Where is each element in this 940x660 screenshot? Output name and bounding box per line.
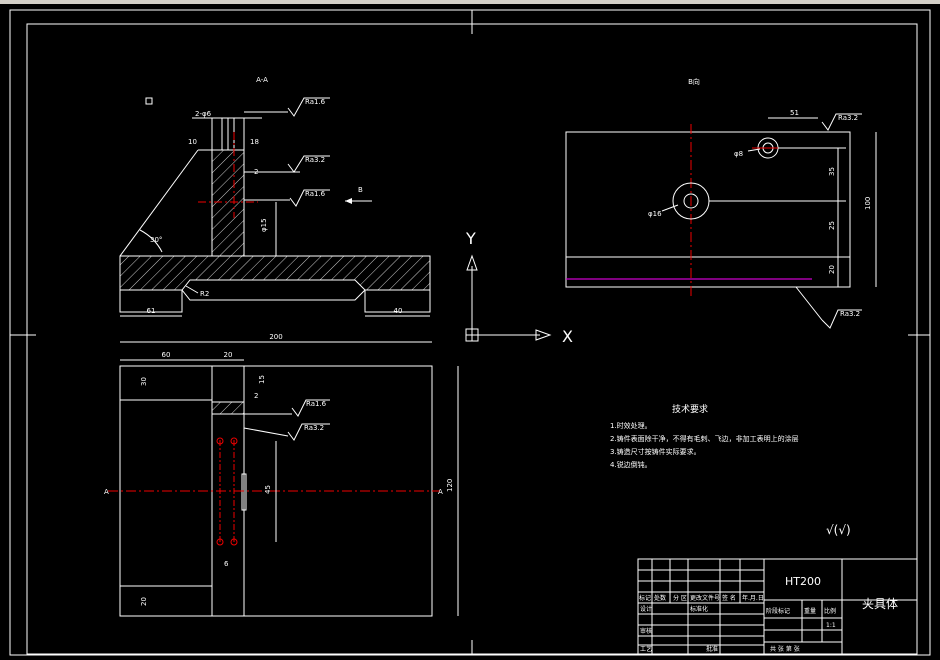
plan-dim-6: 6 bbox=[224, 560, 229, 568]
aa-roughness-1: Ra1.6 bbox=[244, 97, 330, 117]
aa-angle-arc bbox=[139, 229, 163, 253]
tech-req-item-4: 4.锐边倒钝。 bbox=[610, 460, 652, 469]
tb-row-label-3: 分 区 bbox=[673, 594, 687, 602]
tb-row-label-2: 处数 bbox=[654, 594, 666, 602]
svg-text:Ra3.2: Ra3.2 bbox=[305, 156, 325, 164]
tb-row-label-5: 签 名 bbox=[722, 594, 736, 602]
aa-roughness-3: Ra1.6 bbox=[244, 189, 330, 207]
general-roughness-symbol: √(√) bbox=[826, 523, 851, 537]
aa-dim-left-text: 61 bbox=[147, 307, 156, 315]
tb-weight: 重量 bbox=[804, 607, 816, 615]
plan-dim-right-text: 120 bbox=[446, 479, 454, 492]
section-aa-title: A-A bbox=[256, 76, 268, 84]
viewb-phi8-leader bbox=[747, 148, 761, 152]
plan-section-mark-right: A bbox=[438, 488, 443, 496]
plan-keyway bbox=[241, 473, 247, 511]
view-b-arrow-label: B bbox=[358, 186, 363, 194]
axis-y-label: Y bbox=[465, 229, 476, 248]
tech-req-title: 技术要求 bbox=[672, 403, 708, 415]
aa-angle-text: 30° bbox=[150, 236, 162, 244]
tb-process: 工艺 bbox=[640, 645, 652, 653]
aa-gusset bbox=[119, 149, 199, 257]
viewb-phi16-leader bbox=[661, 204, 679, 212]
aa-radius-leader bbox=[185, 285, 199, 294]
view-b-arrowhead bbox=[345, 198, 352, 204]
tb-row-label-4: 更改文件号 bbox=[690, 594, 720, 602]
plan-hole-2 bbox=[230, 437, 238, 445]
viewb-phi16: φ16 bbox=[648, 210, 662, 218]
aa-base-hatch bbox=[119, 255, 431, 291]
tb-ratio: 比例 bbox=[824, 607, 836, 615]
aa-dim-top-18: 18 bbox=[250, 138, 259, 146]
viewb-roughness-2: Ra3.2 bbox=[795, 286, 862, 329]
tb-row-label-1: 标记 bbox=[639, 594, 651, 602]
tb-scale: 1:1 bbox=[826, 622, 836, 629]
view-b-title: B向 bbox=[688, 77, 700, 86]
title-block bbox=[637, 558, 918, 655]
plan-hatch-strip bbox=[211, 401, 245, 415]
viewb-dim-25: 25 bbox=[828, 221, 836, 230]
svg-text:Ra1.6: Ra1.6 bbox=[305, 98, 326, 106]
plan-dim-top-text: 200 bbox=[269, 333, 282, 341]
tb-sheets: 共 张 第 张 bbox=[770, 645, 800, 653]
tb-stage: 阶段标记 bbox=[766, 607, 790, 615]
viewb-outline bbox=[565, 131, 851, 288]
plan-dim-30: 30 bbox=[140, 377, 148, 386]
window-top-bar bbox=[0, 0, 940, 4]
viewb-dim-35: 35 bbox=[828, 167, 836, 176]
svg-text:Ra1.6: Ra1.6 bbox=[306, 400, 327, 408]
plan-roughness-2: Ra3.2 bbox=[243, 423, 330, 441]
outer-border bbox=[9, 9, 931, 656]
viewb-dim-100: 100 bbox=[864, 197, 872, 210]
aa-dim-v-text: φ15 bbox=[260, 218, 268, 232]
tb-row-label-6: 年.月.日 bbox=[742, 594, 764, 602]
plan-dim-15: 15 bbox=[258, 375, 266, 384]
tech-req-item-1: 1.时效处理。 bbox=[610, 421, 652, 430]
plan-hole-1 bbox=[216, 437, 224, 445]
aa-dim-right-text: 40 bbox=[394, 307, 403, 315]
aa-dim-top-10: 10 bbox=[188, 138, 197, 146]
viewb-dim-20: 20 bbox=[828, 265, 836, 274]
svg-text:Ra3.2: Ra3.2 bbox=[838, 114, 858, 122]
plan-section-mark-left: A bbox=[104, 488, 109, 496]
plan-hole-4 bbox=[230, 538, 238, 546]
plan-dim-60: 60 bbox=[162, 351, 171, 359]
tech-req-item-3: 3.铸造尺寸按铸件实际要求。 bbox=[610, 447, 701, 456]
tb-standard: 标准化 bbox=[690, 605, 708, 613]
plan-dim-45: 45 bbox=[264, 485, 272, 494]
axis-x-label: X bbox=[562, 327, 573, 346]
svg-text:Ra1.6: Ra1.6 bbox=[305, 190, 326, 198]
tb-design: 设计 bbox=[640, 605, 652, 613]
plan-roughness-1: Ra1.6 bbox=[244, 399, 330, 417]
viewb-dim-51: 51 bbox=[790, 109, 799, 117]
tb-material: HT200 bbox=[785, 575, 821, 588]
svg-text:Ra3.2: Ra3.2 bbox=[840, 310, 860, 318]
plan-dim-20b: 20 bbox=[140, 597, 148, 606]
plan-dim-2: 2 bbox=[254, 392, 258, 400]
tb-approve: 批准 bbox=[706, 645, 718, 653]
tb-part-name: 夹具体 bbox=[862, 597, 898, 611]
tb-review: 审核 bbox=[640, 627, 652, 635]
viewb-roughness-1: Ra3.2 bbox=[821, 113, 862, 131]
aa-roughness-2: Ra3.2 bbox=[287, 155, 330, 173]
ucs-icon: Y X bbox=[465, 229, 573, 346]
aa-hole-label: 2-φ6 bbox=[195, 110, 212, 118]
tech-req-item-2: 2.铸件表面除干净，不得有毛刺、飞边，非加工表明上的涂层 bbox=[610, 434, 799, 443]
svg-text:Ra3.2: Ra3.2 bbox=[304, 424, 324, 432]
aa-rib-hatch bbox=[211, 149, 245, 257]
plan-hole-3 bbox=[216, 538, 224, 546]
small-square-marker bbox=[145, 97, 153, 105]
viewb-phi8: φ8 bbox=[734, 150, 743, 158]
viewb-hole-large-inner bbox=[683, 193, 699, 209]
plan-dim-20: 20 bbox=[224, 351, 233, 359]
aa-radius-text: R2 bbox=[200, 290, 209, 298]
aa-base-outline bbox=[119, 289, 431, 313]
